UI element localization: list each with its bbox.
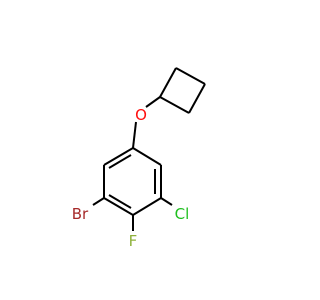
bond-c4-c5	[132, 197, 162, 216]
bond-c1-c2	[103, 147, 134, 166]
bromine-atom-label: Br	[72, 205, 89, 223]
bond-c3-br	[92, 197, 105, 206]
oxygen-atom-label: O	[135, 106, 147, 124]
chlorine-atom-label: Cl	[175, 205, 190, 223]
bond-c6-c1	[132, 147, 162, 166]
cyclobutyl-ring	[159, 67, 206, 114]
fluorine-atom-label: F	[129, 232, 138, 250]
bond-cb4-cb1	[159, 96, 190, 114]
bond-c3-c4	[103, 197, 134, 216]
bond-cb2-cb3	[175, 67, 206, 85]
bond-c5-cl	[160, 197, 173, 206]
molecule-diagram: O Br Cl F	[72, 67, 206, 250]
double-bond-c3-c4	[108, 194, 132, 209]
bond-cb1-cb2	[159, 67, 177, 98]
bond-cb1-o	[145, 96, 161, 108]
bond-o-c1	[132, 121, 137, 149]
benzene-ring	[103, 147, 162, 216]
bond-cb3-cb4	[188, 83, 206, 114]
double-bond-c1-c2	[108, 154, 132, 169]
